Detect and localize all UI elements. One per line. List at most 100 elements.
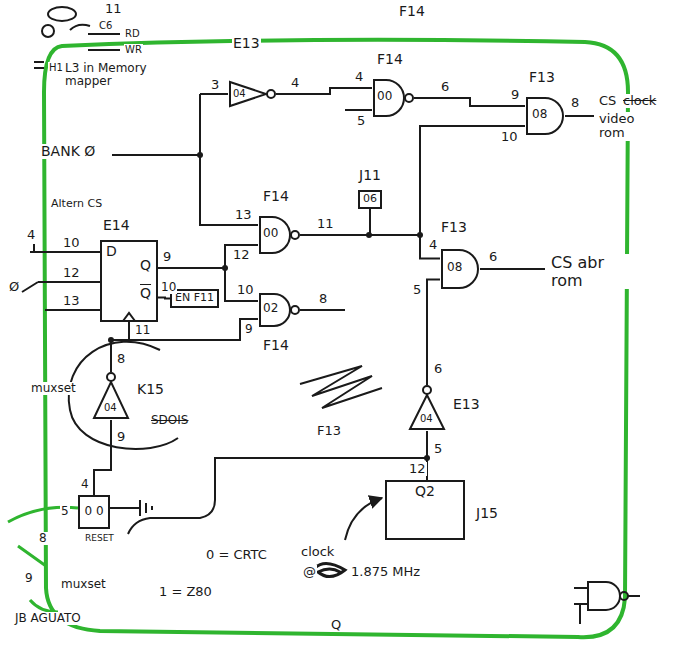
designator-label: J15 xyxy=(475,506,499,521)
designator-label: K15 xyxy=(136,382,165,397)
annotation-label: 1 = Z80 xyxy=(158,585,213,599)
annotation-label: RESET xyxy=(84,534,115,544)
gate-bubble xyxy=(291,231,299,239)
annotation-label: @ xyxy=(302,565,317,579)
inverter-bubble xyxy=(107,373,115,381)
nand-gate-symbol xyxy=(374,80,404,116)
designator-label: F13 xyxy=(440,220,468,235)
pin-text: EN F11 xyxy=(175,292,214,304)
annotation-label: clock xyxy=(300,545,335,559)
wire-connector xyxy=(158,245,258,268)
annotation-label: 0 = CRTC xyxy=(205,548,268,562)
wire-lines xyxy=(22,7,640,624)
pin-number: 10 xyxy=(160,281,177,294)
designator-label: E13 xyxy=(232,36,261,51)
wire-connector xyxy=(158,297,170,298)
gate-node: F1402 xyxy=(258,292,300,328)
gate-node: E14DQQ xyxy=(100,240,158,322)
pin-number: 4 xyxy=(428,238,438,252)
input-stub xyxy=(345,109,372,111)
pin-number: 8 xyxy=(318,292,328,306)
wire-connector xyxy=(300,126,525,235)
pin-text: 02 xyxy=(263,302,278,315)
chip-box xyxy=(386,481,464,539)
annotation-label: H1 xyxy=(48,62,64,73)
gate-outline xyxy=(408,385,446,431)
pin-number: 5 xyxy=(412,283,422,297)
inverter-bubble xyxy=(267,90,275,98)
pin-number: 10 xyxy=(236,283,255,297)
annotation-label: Altern CS xyxy=(50,198,103,210)
designator-label: J11 xyxy=(358,168,382,183)
gate-node: 0 0 xyxy=(78,495,110,529)
annotation-label: 1.875 MHz xyxy=(350,565,421,579)
annotation-label: F14 xyxy=(398,4,426,19)
scribble xyxy=(315,563,345,576)
pin-text: 04 xyxy=(104,402,117,413)
pin-number: 5 xyxy=(433,442,443,456)
gate-node: F1308 xyxy=(440,248,480,290)
wire-connector xyxy=(414,98,525,106)
pin-text: Q xyxy=(140,258,151,273)
green-outline xyxy=(44,40,628,637)
designator-label: F13 xyxy=(528,70,556,85)
annotation-label: BANK Ø xyxy=(40,144,96,159)
pin-text: 06 xyxy=(363,193,377,205)
pin-number: 6 xyxy=(488,250,498,264)
wire-connector xyxy=(300,209,370,235)
connector-symbol xyxy=(48,7,76,21)
pin-number: 11 xyxy=(316,217,335,231)
wire-connector xyxy=(300,235,440,259)
pin-text: D xyxy=(106,244,117,259)
pin-number: 9 xyxy=(244,323,254,336)
pin-number: 9 xyxy=(162,250,172,264)
annotation-label: muxset xyxy=(60,578,107,591)
annotation-label: clock xyxy=(622,94,657,108)
annotation-label: SDOIS xyxy=(150,414,189,427)
inverter-bubble xyxy=(423,386,431,394)
and-gate-symbol xyxy=(442,250,478,288)
gate-node: EN F11 xyxy=(170,289,219,308)
annotation-label: JB AGUATO xyxy=(14,612,82,625)
chip-box xyxy=(171,290,218,307)
pin-text: Q2 xyxy=(415,484,435,499)
designator-label: F14 xyxy=(262,189,290,204)
pin-number: 11 xyxy=(104,2,123,16)
gate-bubble xyxy=(291,306,299,314)
annotation-label: CS abr rom xyxy=(550,254,634,289)
annotation-label: RD xyxy=(124,28,141,39)
junction-dot xyxy=(197,152,203,158)
gate-sketch xyxy=(574,582,640,624)
annotation-label: video rom xyxy=(598,112,662,141)
circle-mark xyxy=(69,342,178,449)
annotation-label: CS xyxy=(598,94,617,108)
pin-text: 04 xyxy=(233,88,246,99)
annotation-label: L3 in Memory mapper xyxy=(64,62,166,88)
designator-label: F14 xyxy=(262,338,290,353)
pin-text: 08 xyxy=(532,108,547,121)
gate-node: E1304 xyxy=(408,385,446,431)
pin-number: 8 xyxy=(116,352,126,366)
flip-flop-symbol xyxy=(101,241,157,321)
green-marks xyxy=(8,507,78,612)
gate-node: J1106 xyxy=(358,190,382,209)
pin-text: 0 0 xyxy=(84,505,103,518)
gate-node: F1400 xyxy=(258,215,300,255)
chip-box xyxy=(359,191,381,208)
pin-number: 5 xyxy=(356,114,366,128)
nand-gate-symbol xyxy=(260,294,290,326)
pin-number: 6 xyxy=(440,80,450,94)
pin-number: 6 xyxy=(433,362,443,376)
pin-number: 3 xyxy=(210,78,220,92)
gate-bubble xyxy=(620,592,628,600)
gate-bubble xyxy=(405,94,413,102)
pin-number: 4 xyxy=(354,70,364,84)
pin-number: 8 xyxy=(570,96,580,110)
chip-box xyxy=(79,496,109,528)
annotation-label: C6 xyxy=(98,20,113,31)
gate-node: J15Q2 xyxy=(385,480,465,540)
pin-number: 4 xyxy=(80,478,90,491)
designator-label: F14 xyxy=(376,52,404,67)
